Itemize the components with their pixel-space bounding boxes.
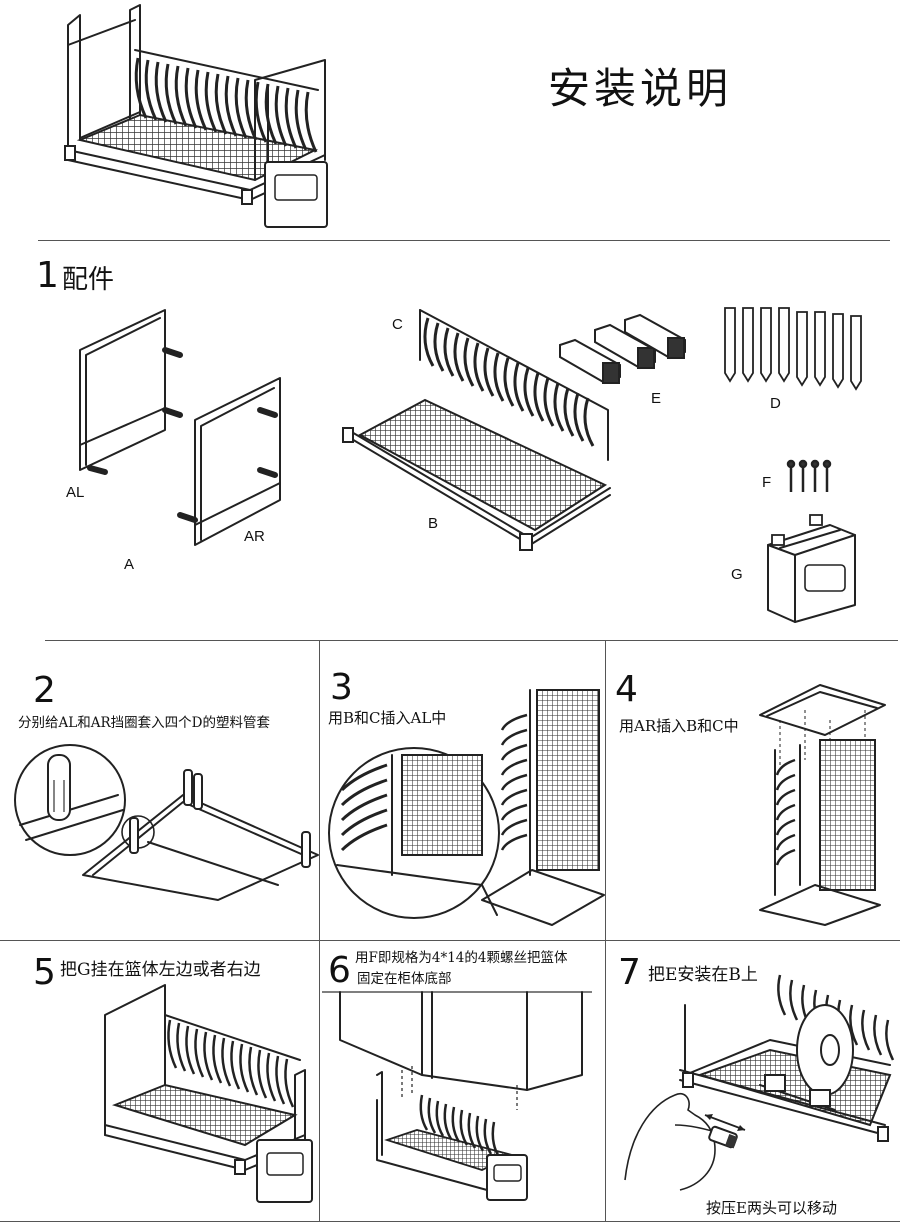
step-6-caption-line1: 用F即规格为4*14的4颗螺丝把篮体 xyxy=(355,950,568,966)
part-d-anchors xyxy=(724,307,862,391)
step-7-note: 按压E两头可以移动 xyxy=(706,1199,837,1217)
parts-heading: 配件 xyxy=(62,265,115,295)
step-5-number: 5 xyxy=(33,952,56,993)
grid-divider-bottom xyxy=(0,1221,900,1222)
part-label-b: B xyxy=(428,515,439,532)
part-b-c-rack xyxy=(342,309,611,551)
step-4-caption: 用AR插入B和C中 xyxy=(619,717,739,735)
part-e-clips xyxy=(559,313,686,385)
section-divider xyxy=(38,240,890,241)
step-2-illustration xyxy=(14,744,319,901)
step-3-illustration xyxy=(328,689,605,926)
grid-divider-h xyxy=(0,940,900,941)
step-2-number: 2 xyxy=(33,670,56,711)
part-label-d: D xyxy=(770,395,781,412)
step-5-illustration xyxy=(104,984,313,1203)
step-3-number: 3 xyxy=(330,667,353,708)
part-label-a: A xyxy=(124,556,135,573)
assembled-rack-illustration xyxy=(64,4,328,228)
step-2-caption: 分别给AL和AR挡圈套入四个D的塑料管套 xyxy=(18,715,270,731)
step-5-caption: 把G挂在篮体左边或者右边 xyxy=(60,960,261,980)
part-g-cup-holder xyxy=(767,514,856,623)
step-7-number: 7 xyxy=(618,952,641,993)
part-label-al: AL xyxy=(66,484,85,501)
section-divider xyxy=(45,640,898,641)
step-6-number: 6 xyxy=(328,950,351,991)
step-7-caption: 把E安装在B上 xyxy=(648,965,758,985)
part-label-c: C xyxy=(392,316,403,333)
part-label-f: F xyxy=(762,474,772,491)
step-4-illustration xyxy=(759,684,886,926)
page-title: 安装说明 xyxy=(548,64,733,113)
part-f-screws xyxy=(786,459,832,492)
part-a-frames xyxy=(79,309,281,546)
step-6-caption-line2: 固定在柜体底部 xyxy=(357,971,452,987)
part-label-e: E xyxy=(651,390,662,407)
grid-divider-v1 xyxy=(319,641,320,1221)
parts-step-number: 1 xyxy=(36,255,59,296)
step-4-number: 4 xyxy=(615,669,638,710)
step-7-illustration xyxy=(624,974,895,1191)
part-label-ar: AR xyxy=(244,528,265,545)
part-label-g: G xyxy=(731,566,743,583)
grid-divider-v2 xyxy=(605,641,606,1221)
step-3-caption: 用B和C插入AL中 xyxy=(328,709,447,727)
step-6-illustration xyxy=(322,991,592,1201)
